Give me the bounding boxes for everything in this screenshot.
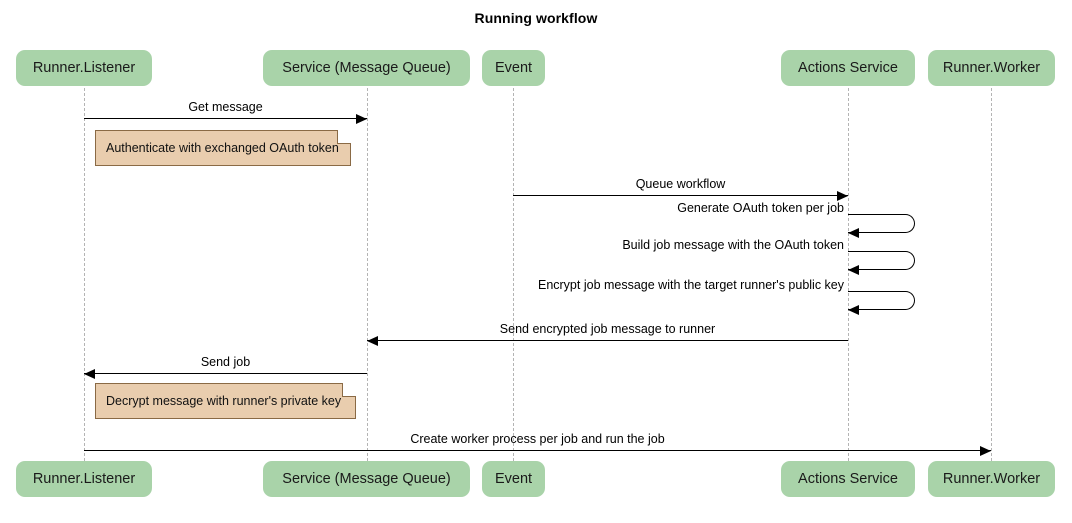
arrowhead-create-worker [980, 445, 991, 456]
selfloop-build-job-message [848, 251, 915, 270]
message-label-encrypt-job-message: Encrypt job message with the target runn… [537, 278, 844, 292]
message-line-get-message [84, 118, 367, 119]
message-line-create-worker [84, 450, 991, 451]
header-participant-runner-listener[interactable]: Runner.Listener [16, 50, 152, 86]
note-label: Authenticate with exchanged OAuth token [106, 141, 339, 155]
participant-label: Service (Message Queue) [282, 60, 451, 76]
arrowhead-queue-workflow [837, 190, 848, 201]
lifeline-runner-worker [991, 88, 992, 461]
message-label-send-encrypted: Send encrypted job message to runner [499, 322, 716, 336]
message-label-generate-oauth-token: Generate OAuth token per job [677, 201, 844, 215]
message-line-queue-workflow [513, 195, 848, 196]
message-label-build-job-message: Build job message with the OAuth token [622, 238, 844, 252]
arrowhead-send-job [84, 368, 95, 379]
selfloop-encrypt-job-message [848, 291, 915, 310]
header-participant-runner-worker[interactable]: Runner.Worker [928, 50, 1055, 86]
message-label-create-worker: Create worker process per job and run th… [410, 432, 665, 446]
message-line-send-job [84, 373, 367, 374]
arrowhead-generate-oauth-token [848, 228, 859, 238]
footer-participant-runner-listener[interactable]: Runner.Listener [16, 461, 152, 497]
message-line-send-encrypted [367, 340, 848, 341]
lifeline-event [513, 88, 514, 461]
arrowhead-send-encrypted [367, 335, 378, 346]
header-participant-actions-service[interactable]: Actions Service [781, 50, 915, 86]
participant-label: Runner.Worker [942, 60, 1041, 76]
header-participant-service-mq[interactable]: Service (Message Queue) [263, 50, 470, 86]
note-fold-corner [342, 383, 356, 397]
participant-label: Runner.Listener [32, 471, 136, 487]
participant-label: Event [494, 471, 533, 487]
message-label-get-message: Get message [188, 100, 263, 114]
diagram-title: Running workflow [474, 10, 598, 26]
arrowhead-encrypt-job-message [848, 305, 859, 315]
lifeline-runner-listener [84, 88, 85, 461]
footer-participant-event[interactable]: Event [482, 461, 545, 497]
participant-label: Actions Service [798, 60, 898, 76]
arrowhead-build-job-message [848, 265, 859, 275]
participant-label: Runner.Worker [942, 471, 1041, 487]
participant-label: Event [494, 60, 533, 76]
note-note-authenticate: Authenticate with exchanged OAuth token [95, 130, 351, 166]
participant-label: Actions Service [798, 471, 898, 487]
participant-label: Runner.Listener [32, 60, 136, 76]
footer-participant-actions-service[interactable]: Actions Service [781, 461, 915, 497]
participant-label: Service (Message Queue) [282, 471, 451, 487]
header-participant-event[interactable]: Event [482, 50, 545, 86]
footer-participant-service-mq[interactable]: Service (Message Queue) [263, 461, 470, 497]
note-note-decrypt: Decrypt message with runner's private ke… [95, 383, 356, 419]
selfloop-generate-oauth-token [848, 214, 915, 233]
message-label-queue-workflow: Queue workflow [635, 177, 726, 191]
lifeline-service-mq [367, 88, 368, 461]
arrowhead-get-message [356, 113, 367, 124]
note-fold-corner [337, 130, 351, 144]
note-label: Decrypt message with runner's private ke… [106, 394, 342, 408]
message-label-send-job: Send job [200, 355, 251, 369]
footer-participant-runner-worker[interactable]: Runner.Worker [928, 461, 1055, 497]
